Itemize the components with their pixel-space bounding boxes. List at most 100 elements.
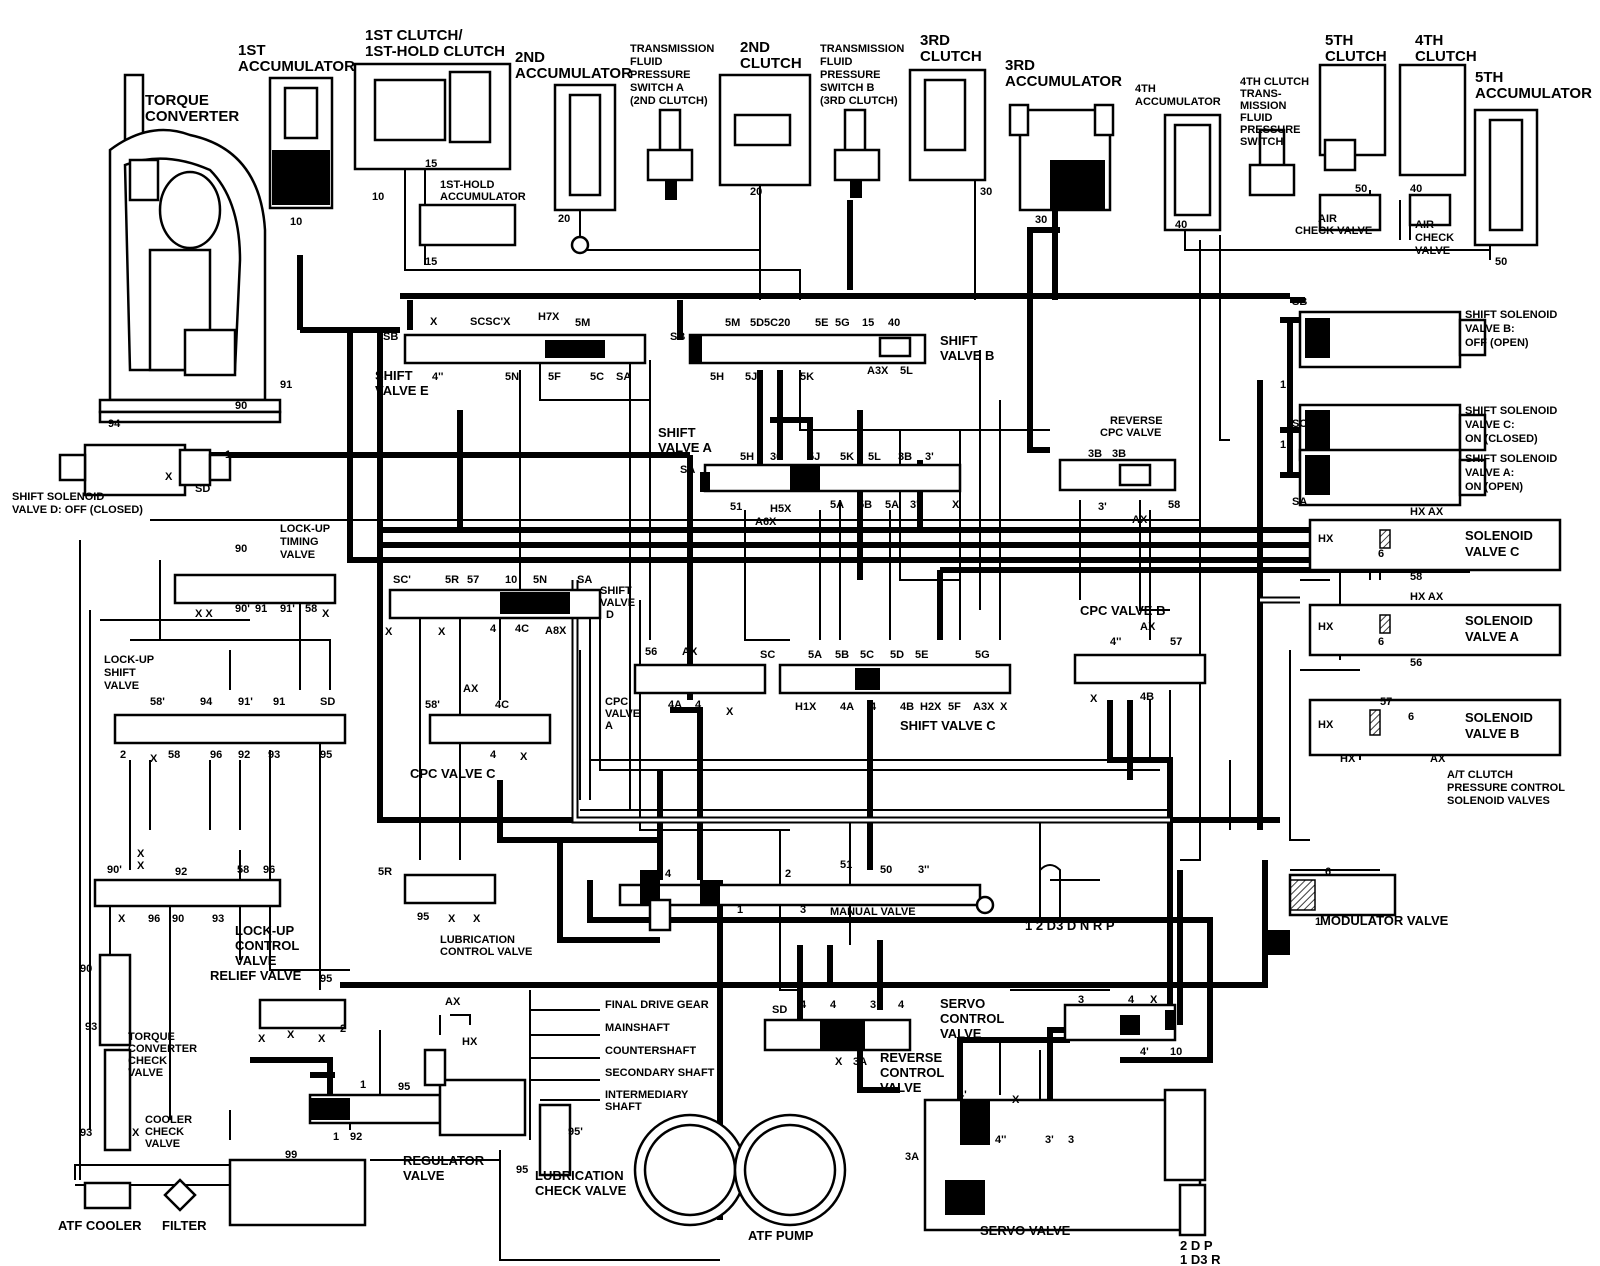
svg-text:95: 95 [320,973,332,985]
svg-text:AX: AX [1140,621,1156,633]
label-2nd-accumulator: 2ND [515,49,545,66]
cpc-valve-c [428,713,552,745]
svg-text:AX: AX [1132,514,1148,526]
svg-text:SC: SC [760,649,775,661]
svg-text:90: 90 [235,400,247,412]
label-air-check-2: AIR [1415,219,1434,231]
svg-text:5C: 5C [590,371,604,383]
svg-text:X: X [438,626,446,638]
label-shift-valve-b: SHIFT [940,333,978,348]
label-ss-a: SHIFT SOLENOID [1465,453,1557,465]
port-labels: 10 10 15 15 20 20 30 30 40 40 50 50 91 9… [80,158,1507,1176]
svg-text:HX: HX [462,1036,478,1048]
label-lube-check: LUBRICATION [535,1168,624,1183]
solenoid-b [1308,698,1562,757]
label-mainshaft: MAINSHAFT [605,1022,670,1034]
accumulator-3rd [1008,103,1115,212]
svg-text:HX: HX [1340,753,1356,765]
svg-text:HX: HX [1318,719,1334,731]
svg-text:50: 50 [880,864,892,876]
svg-text:93: 93 [268,749,280,761]
svg-text:10: 10 [290,216,302,228]
label-1st-accumulator: 1ST [238,42,266,59]
svg-text:94: 94 [200,696,213,708]
svg-text:5M: 5M [725,317,740,329]
svg-text:4: 4 [830,999,837,1011]
manual-valve [618,864,1061,932]
svg-text:3'': 3'' [918,864,930,876]
svg-text:30: 30 [980,186,992,198]
svg-text:40: 40 [1410,183,1422,195]
svg-text:4B: 4B [1140,691,1154,703]
label-5th-accumulator: 5TH [1475,69,1503,86]
svg-text:58: 58 [1410,571,1422,583]
svg-text:3A: 3A [905,1151,919,1163]
label-filter: FILTER [162,1218,207,1233]
svg-text:A3X: A3X [973,701,995,713]
svg-text:10: 10 [505,574,517,586]
svg-text:4'': 4'' [995,1134,1007,1146]
svg-text:4: 4 [665,868,672,880]
shift-solenoid-a [1298,448,1487,507]
svg-text:1ST CLUTCH/1ST-HOLD CLUTCH: 1ST CLUTCH/1ST-HOLD CLUTCH [365,27,505,60]
svg-text:2 D P: 2 D P [1180,1238,1213,1253]
svg-text:90: 90 [235,543,247,555]
svg-text:X: X [258,1033,266,1045]
svg-text:2: 2 [120,749,126,761]
label-solenoid-b: SOLENOID [1465,710,1533,725]
label-shift-valve-c: SHIFT VALVE C [900,718,996,733]
svg-text:15: 15 [862,317,874,329]
svg-text:3B: 3B [898,451,912,463]
servo-valve [923,1088,1207,1237]
svg-text:3: 3 [1068,1134,1074,1146]
svg-text:5E: 5E [815,317,828,329]
shift-solenoid-b [1298,310,1487,369]
svg-text:5H: 5H [710,371,724,383]
label-shift-positions: 1 2 D3 D N R P [1025,918,1115,933]
label-1st-clutch: 1ST CLUTCH/ [365,27,463,44]
svg-text:X: X [835,1056,843,1068]
svg-text:3: 3 [870,999,876,1011]
svg-text:5H: 5H [740,451,754,463]
svg-text:4': 4' [1140,1046,1149,1058]
svg-text:95: 95 [320,749,332,761]
label-ss-c: SHIFT SOLENOID [1465,405,1557,417]
clutch-4th-switch [1248,128,1296,197]
svg-text:5L: 5L [900,365,913,377]
svg-text:H2X: H2X [920,701,942,713]
svg-text:H1X: H1X [795,701,817,713]
svg-text:4'': 4'' [432,371,444,383]
svg-text:6: 6 [1378,636,1384,648]
clutch-1st [353,62,517,247]
svg-text:95: 95 [417,911,429,923]
relief-valve [258,998,347,1030]
svg-text:X: X [726,706,734,718]
svg-text:90: 90 [172,913,184,925]
svg-text:AX: AX [463,683,479,695]
accumulator-5th [1473,108,1539,247]
svg-text:X: X [287,1029,295,1041]
svg-text:3B: 3B [1112,448,1126,460]
svg-text:1: 1 [1315,916,1321,928]
svg-text:30: 30 [770,451,782,463]
svg-text:AX: AX [445,996,461,1008]
svg-text:5A: 5A [830,499,844,511]
svg-text:5J: 5J [745,371,757,383]
svg-text:SD: SD [195,483,210,495]
svg-text:5N: 5N [505,371,519,383]
svg-text:99: 99 [285,1149,297,1161]
clutch-4th [1398,63,1467,227]
svg-text:5G: 5G [975,649,990,661]
svg-text:X: X [520,751,528,763]
